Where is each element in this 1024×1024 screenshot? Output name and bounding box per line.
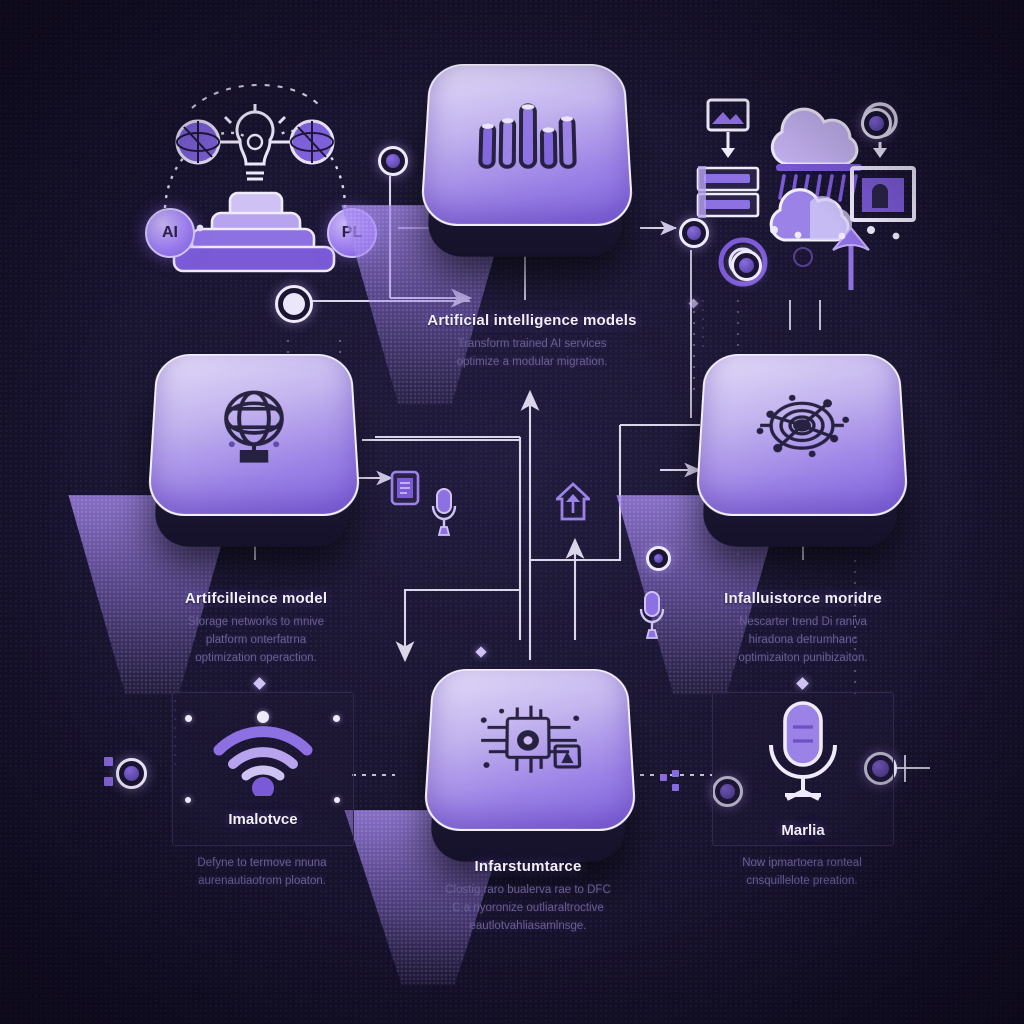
panel-marker [333,715,340,722]
label-chip: Infarstumtarce Clostig raro bualerva rae… [358,858,698,935]
wifi-icon [209,710,317,801]
panel-marker [185,797,191,803]
pixel-cluster-left [104,757,120,793]
neural-network-icon [745,388,860,468]
badge-ai-label: AI [162,224,178,241]
label-analytics: Artificial intelligence models Transform… [362,312,702,372]
panel-marker-top [257,711,269,723]
media-panel-caption: Now ipmartoera ronteal cnsquillelote pre… [742,857,862,887]
microphone-icon [757,699,849,812]
label-analytics-title: Artificial intelligence models [427,312,637,329]
circuit-chip-icon [470,703,591,783]
badge-pl[interactable]: PL [327,208,377,258]
panel-marker [334,797,340,803]
node-right-upper[interactable] [679,218,709,248]
document-icon[interactable] [390,470,420,511]
media-panel-title: Marlia [781,822,825,839]
label-neural-subtitle: Nescarter trend Di raniva hiradona detru… [738,616,868,664]
diamond-marker-right [796,677,809,690]
label-globe-subtitle: Storage networks to mnive platform onter… [187,616,325,664]
node-right-mid[interactable] [646,546,671,571]
monitor-image-icon [706,98,750,158]
badge-ai[interactable]: AI [145,208,195,258]
rain-cloud-icon [770,107,862,204]
panel-marker [185,715,192,722]
badge-pl-label: PL [341,224,363,241]
infrastructure-panel-title: Imalotvce [228,811,298,828]
label-analytics-subtitle: Transform trained AI services optimize a… [456,338,608,368]
infrastructure-panel-caption: Defyne to termove nnuna aurenautiaotrom … [197,857,327,887]
label-globe-title: Artifcilleince model [184,590,328,607]
microphone-small-icon[interactable] [430,487,458,544]
node-top-mid[interactable] [378,146,408,176]
node-cloud-dot[interactable] [861,108,892,139]
label-chip-title: Infarstumtarce [474,858,582,875]
media-panel[interactable]: Marlia [712,692,894,846]
globe-icon [210,387,298,470]
diamond-marker-center [475,646,487,658]
node-cloud-eye[interactable] [731,250,762,281]
pixel-cluster-right [660,770,684,794]
picture-frame-icon [850,166,916,222]
infrastructure-panel[interactable]: Imalotvce [172,692,354,846]
label-chip-subtitle: Clostig raro bualerva rae to DFC C a nyo… [445,884,611,932]
server-rack-icon [696,166,760,218]
label-neural: Infalluistorce moridre Nescarter trend D… [653,590,953,667]
node-left-upper[interactable] [275,285,313,323]
diamond-marker-left [253,677,266,690]
layer-stack-icon [172,191,336,273]
label-globe: Artifcilleince model Storage networks to… [106,590,406,667]
bar-chart-icon [474,101,580,175]
label-neural-title: Infalluistorce moridre [724,590,882,607]
node-bottom-left[interactable] [116,758,147,789]
home-upload-icon[interactable] [553,482,593,527]
